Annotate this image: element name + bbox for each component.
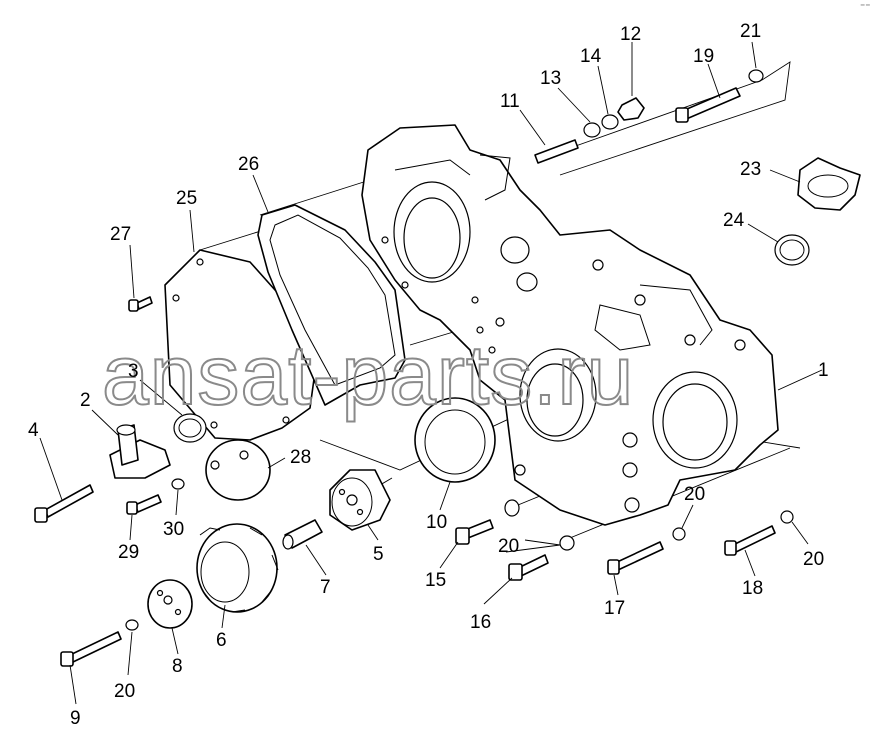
corner-mark: ⁻⁻ [860, 2, 871, 13]
watermark: ansat-parts.ru [102, 328, 634, 422]
callout-5: 5 [373, 544, 384, 565]
callout-7: 7 [320, 577, 331, 598]
callout-19: 19 [693, 46, 714, 67]
callout-2: 2 [80, 390, 91, 411]
gear [196, 523, 279, 613]
callout-20-lower-left: 20 [114, 681, 135, 702]
bolt-29 [126, 494, 162, 515]
bolt-17 [607, 541, 664, 575]
callout-16: 16 [470, 612, 491, 633]
elbow-fitting [109, 424, 171, 479]
callout-17: 17 [604, 598, 625, 619]
callout-1: 1 [818, 360, 829, 381]
callout-26: 26 [238, 154, 259, 175]
callout-15: 15 [425, 570, 446, 591]
callout-8: 8 [172, 656, 183, 677]
gear-case [361, 124, 779, 526]
callout-12: 12 [620, 24, 641, 45]
cover-28 [205, 439, 271, 501]
idler-hub [329, 469, 391, 531]
callout-6: 6 [216, 630, 227, 651]
gasket [257, 204, 406, 406]
callout-29: 29 [118, 542, 139, 563]
callout-18: 18 [742, 578, 763, 599]
callout-9: 9 [70, 708, 81, 729]
callout-3: 3 [128, 361, 139, 382]
callout-20-center: 20 [498, 536, 519, 557]
callout-10: 10 [426, 512, 447, 533]
callout-30: 30 [163, 519, 184, 540]
callout-14: 14 [580, 46, 602, 67]
washer-20-lower-left [125, 619, 139, 631]
callout-27: 27 [110, 224, 131, 245]
gasket-ring [173, 413, 207, 443]
bolt-4 [34, 484, 94, 523]
bolt-18 [724, 525, 776, 556]
callout-11: 11 [500, 91, 520, 112]
washers-20 [504, 499, 794, 551]
callouts: 1 2 3 4 5 6 7 8 9 10 11 12 13 14 15 16 1… [28, 21, 829, 729]
callout-25: 25 [176, 188, 197, 209]
bolt-9 [60, 631, 122, 667]
bolt-27 [128, 296, 153, 312]
callout-4: 4 [28, 420, 39, 441]
bolt-16 [508, 554, 549, 581]
callout-20-right: 20 [684, 484, 705, 505]
callout-21: 21 [740, 21, 761, 42]
callout-13: 13 [540, 68, 561, 89]
oil-filler-cap [797, 157, 861, 211]
shaft [282, 519, 323, 550]
callout-24: 24 [723, 210, 745, 231]
top-fasteners [534, 69, 764, 164]
leader-lines [39, 41, 823, 705]
o-ring [774, 234, 810, 266]
washer-30 [171, 478, 185, 490]
callout-20-far-right: 20 [803, 549, 824, 570]
oil-seal [414, 397, 496, 483]
bolt-15 [455, 519, 494, 545]
callout-23: 23 [740, 159, 761, 180]
callout-28: 28 [290, 447, 311, 468]
hub-8 [147, 579, 193, 629]
